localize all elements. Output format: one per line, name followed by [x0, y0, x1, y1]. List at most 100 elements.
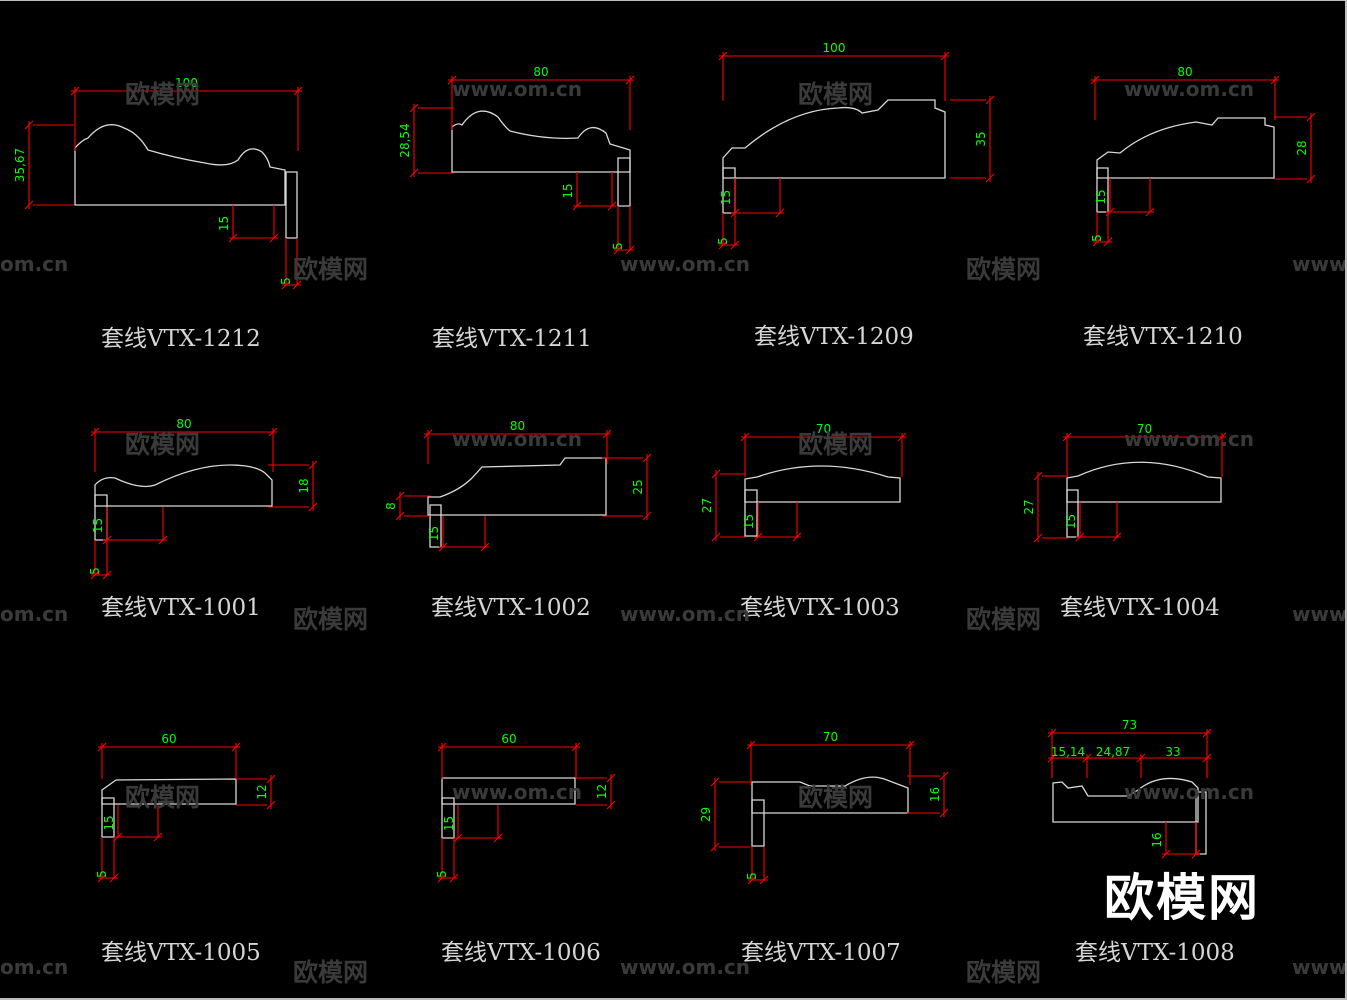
dimension-label: 24,87 [1096, 745, 1130, 759]
dimension-line [1136, 753, 1146, 763]
profile-outline [751, 799, 765, 847]
dimension-line [228, 233, 238, 243]
dimension-label: 15 [427, 526, 441, 541]
dimension-line [1202, 753, 1212, 763]
profile-outline [744, 465, 901, 503]
title-vtx-1211: 套线VTX-1211 [432, 326, 592, 352]
dimension-line [1062, 432, 1072, 442]
dimension-label: 12 [255, 784, 269, 799]
dimension-label: 5 [435, 870, 449, 878]
profile-outline [74, 124, 286, 206]
dimension-line [447, 75, 457, 85]
dimension-line [409, 103, 419, 113]
dimension-label: 5 [88, 567, 102, 575]
watermark-site: om.cn [0, 602, 69, 626]
dimension-line [268, 427, 278, 437]
dimension-label: 8 [384, 502, 398, 510]
dimension-label: 16 [928, 787, 942, 802]
dimension-line [1047, 753, 1057, 763]
dimension-line [746, 740, 756, 750]
dimension-line [607, 201, 617, 211]
dimension-line [437, 873, 447, 883]
profile-outline [1096, 117, 1275, 179]
dimension-label: 15 [561, 183, 575, 198]
watermark-site: www.om.cn [452, 77, 583, 101]
dimension-line [266, 800, 276, 810]
watermark-site: www. [1292, 602, 1347, 626]
dimension-line [231, 742, 241, 752]
dimension-line [613, 245, 623, 255]
title-vtx-1212: 套线VTX-1212 [101, 326, 261, 352]
profile-outline [1052, 777, 1199, 823]
dimension-line [269, 233, 279, 243]
title-vtx-1001: 套线VTX-1001 [101, 595, 261, 621]
dimension-line [292, 280, 302, 290]
watermark-brand: 欧模网 [293, 958, 369, 987]
watermark-site: om.cn [0, 955, 69, 979]
dimension-label: 80 [510, 419, 525, 433]
dimension-line [905, 740, 915, 750]
profile-outline [94, 464, 273, 507]
dimension-line [940, 51, 950, 61]
dimension-line [395, 511, 405, 521]
dimension-label: 80 [1177, 65, 1192, 79]
dimension-label: 60 [501, 732, 516, 746]
profile-outline [617, 157, 631, 207]
dimension-label: 100 [823, 41, 846, 55]
watermark-site: om.cn [0, 252, 69, 276]
dimension-line [109, 873, 119, 883]
dimension-line [939, 808, 949, 818]
dimension-line [449, 873, 459, 883]
dimension-line [625, 245, 635, 255]
dimension-label: 12 [595, 784, 609, 799]
dimension-line [747, 875, 757, 885]
dimension-line [1047, 728, 1057, 738]
watermark-brand: 欧模网 [125, 80, 201, 109]
dimension-line [293, 86, 303, 96]
watermark-site: www.om.cn [1124, 77, 1255, 101]
watermark-brand: 欧模网 [293, 605, 369, 634]
title-vtx-1007: 套线VTX-1007 [741, 940, 901, 966]
dimension-label: 60 [161, 732, 176, 746]
watermark-site: www.om.cn [452, 780, 583, 804]
dimension-line [153, 832, 163, 842]
dimension-line [266, 774, 276, 784]
dimension-line [710, 777, 720, 787]
dimension-label: 15,14 [1051, 745, 1085, 759]
dimension-line [1306, 112, 1316, 122]
dimension-line [602, 429, 612, 439]
watermark-site: www.om.cn [1124, 780, 1255, 804]
watermark-site: www.om.cn [1124, 427, 1255, 451]
dimension-line [395, 491, 405, 501]
dimension-line [409, 168, 419, 178]
dimension-label: 70 [823, 730, 838, 744]
profile-outline [285, 171, 298, 239]
dimension-line [102, 570, 112, 580]
dimension-line [97, 742, 107, 752]
watermark-brand: 欧模网 [966, 605, 1042, 634]
dimension-label: 15 [442, 816, 456, 831]
watermark-site: www. [1292, 252, 1347, 276]
watermark-brand: 欧模网 [966, 958, 1042, 987]
dimension-line [493, 833, 503, 843]
dimension-line [1103, 237, 1113, 247]
watermark-site: www.om.cn [620, 602, 751, 626]
title-vtx-1209: 套线VTX-1209 [754, 324, 914, 350]
dimension-line [1033, 471, 1043, 481]
dimension-line [897, 432, 907, 442]
profile-outline [441, 777, 576, 805]
dimension-label: 35 [974, 131, 988, 146]
watermark-site: www.om.cn [452, 427, 583, 451]
dimension-line [1161, 849, 1171, 859]
dimension-line [606, 800, 616, 810]
profile-outline [451, 110, 631, 173]
dimension-line [642, 511, 652, 521]
profile-outline [744, 489, 758, 537]
dimension-label: 15 [91, 518, 105, 533]
dimension-line [70, 86, 80, 96]
title-vtx-1006: 套线VTX-1006 [441, 940, 601, 966]
dimension-line [625, 75, 635, 85]
title-vtx-1003: 套线VTX-1003 [740, 595, 900, 621]
dimension-label: 18 [297, 478, 311, 493]
dimension-line [1082, 753, 1092, 763]
